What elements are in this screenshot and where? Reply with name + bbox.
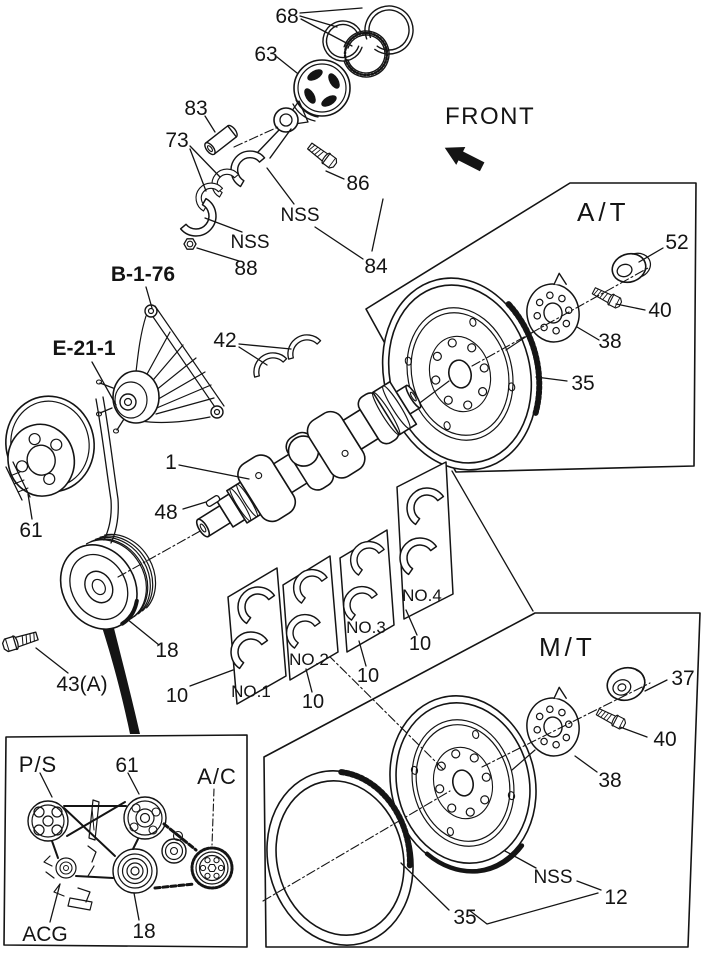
belt-layout: [27, 796, 234, 911]
callout-86: 86: [346, 172, 369, 195]
callout-52: 52: [665, 231, 688, 254]
callout-63: 63: [254, 43, 277, 66]
callout-10-no2: 10: [302, 691, 324, 713]
mt-flywheel-axis: [303, 630, 446, 772]
callout-40-at: 40: [648, 299, 671, 322]
ring-gear-teeth: [338, 769, 413, 869]
crank-axis-line: [117, 529, 203, 578]
callout-35-at: 35: [571, 372, 594, 395]
callout-43a: 43(A): [56, 673, 107, 696]
piston-rings: [322, 5, 414, 78]
ring-gear-teeth: [505, 301, 543, 416]
callout-83: 83: [184, 97, 207, 120]
ac-compressor-pulley: [190, 846, 234, 890]
piston: [280, 59, 351, 127]
callout-35-mt: 35: [453, 906, 476, 929]
drive-belt: [5, 396, 119, 544]
leader-lines: [27, 7, 668, 925]
callout-42: 42: [213, 329, 236, 352]
water-pump-pulley: [5, 395, 95, 497]
ac-label: A/C: [197, 764, 237, 789]
callout-88: 88: [234, 257, 257, 280]
pilot-bearing-mt: [606, 666, 646, 702]
callout-12: 12: [604, 886, 627, 909]
callout-nss-rod: NSS: [280, 205, 319, 226]
ps-pulley: [27, 800, 69, 842]
callout-38-at: 38: [598, 330, 621, 353]
label-no3: NO.3: [346, 618, 386, 637]
rod-bolt: [305, 140, 340, 171]
ref-b-1-76: B-1-76: [111, 263, 175, 286]
flywheel-washer-mt: [519, 684, 585, 761]
callout-10-no3: 10: [357, 665, 379, 687]
callout-38-mt: 38: [598, 769, 621, 792]
piston-pin: [204, 124, 238, 156]
callout-40-mt: 40: [653, 728, 676, 751]
at-axis-line: [471, 267, 649, 367]
wp-pulley-belt: [123, 796, 167, 840]
main-bearing-sets: [222, 461, 454, 705]
box-connector-line: [451, 470, 534, 612]
crank-key: [205, 495, 221, 507]
tensioner-bracket: [88, 799, 100, 841]
alternator: [43, 845, 97, 911]
water-pump-hub: [95, 370, 160, 434]
ring-gear-axis: [262, 790, 451, 902]
callout-1: 1: [165, 451, 177, 474]
label-no2: NO.2: [289, 650, 329, 669]
tensioner-slot: [91, 807, 95, 831]
callout-37: 37: [671, 667, 694, 690]
pin-axis-line: [233, 126, 279, 148]
flywheel-at: [381, 277, 543, 471]
front-direction-arrow: [444, 146, 485, 172]
callout-84: 84: [364, 255, 388, 278]
pilot-bushing-at: [611, 252, 652, 284]
callout-10-no4: 10: [409, 633, 431, 655]
plate-leader-at: [505, 331, 534, 351]
crankshaft: [195, 380, 422, 538]
crank-pulley-belt: [112, 848, 158, 894]
plate-leader-mt: [511, 749, 536, 771]
belt-black-run: [99, 612, 140, 734]
callout-68: 68: [275, 5, 298, 28]
ring-gear-mt: [266, 769, 414, 946]
rod-cap: [179, 197, 225, 245]
label-no4: NO.4: [402, 586, 442, 605]
callout-61: 61: [19, 519, 42, 542]
mt-section-box: [263, 612, 701, 948]
mt-section-label: M/T: [539, 632, 596, 662]
callout-61-belt: 61: [115, 754, 138, 777]
rod-bearings: [189, 162, 240, 212]
belt-runs: [51, 801, 198, 890]
connecting-rod: [222, 107, 299, 188]
callout-nss-mt: NSS: [533, 867, 572, 888]
ref-e-21-1: E-21-1: [52, 337, 115, 360]
callout-18: 18: [155, 639, 178, 662]
front-label: FRONT: [445, 103, 535, 130]
idler-pulley: [161, 830, 187, 864]
rod-nut: [183, 238, 197, 250]
flywheel-bolt-mt: [594, 705, 628, 732]
callout-73: 73: [165, 129, 188, 152]
flywheel-mt: [389, 695, 537, 874]
callout-48: 48: [154, 501, 177, 524]
label-no1: NO.1: [231, 682, 271, 701]
callout-labels: 68 63 83 73 86 NSS NSS 88 84 FRONT B-1-7…: [19, 5, 695, 946]
mt-axis-line: [481, 682, 651, 768]
fan-bracket: [135, 304, 225, 424]
callout-nss-cap: NSS: [230, 232, 269, 253]
ps-label: P/S: [19, 752, 57, 777]
oil-ring-hatch: [343, 31, 389, 77]
callout-18-belt: 18: [132, 920, 155, 943]
acg-label: ACG: [22, 923, 68, 946]
at-section-box: [365, 182, 697, 473]
callout-10-no1: 10: [166, 685, 188, 707]
at-section-label: A/T: [577, 197, 629, 227]
crank-pulley-bolt: [0, 628, 40, 654]
belt-layout-box: [3, 734, 248, 948]
crank-pulley: [59, 533, 157, 630]
thrust-washers: [246, 327, 322, 379]
